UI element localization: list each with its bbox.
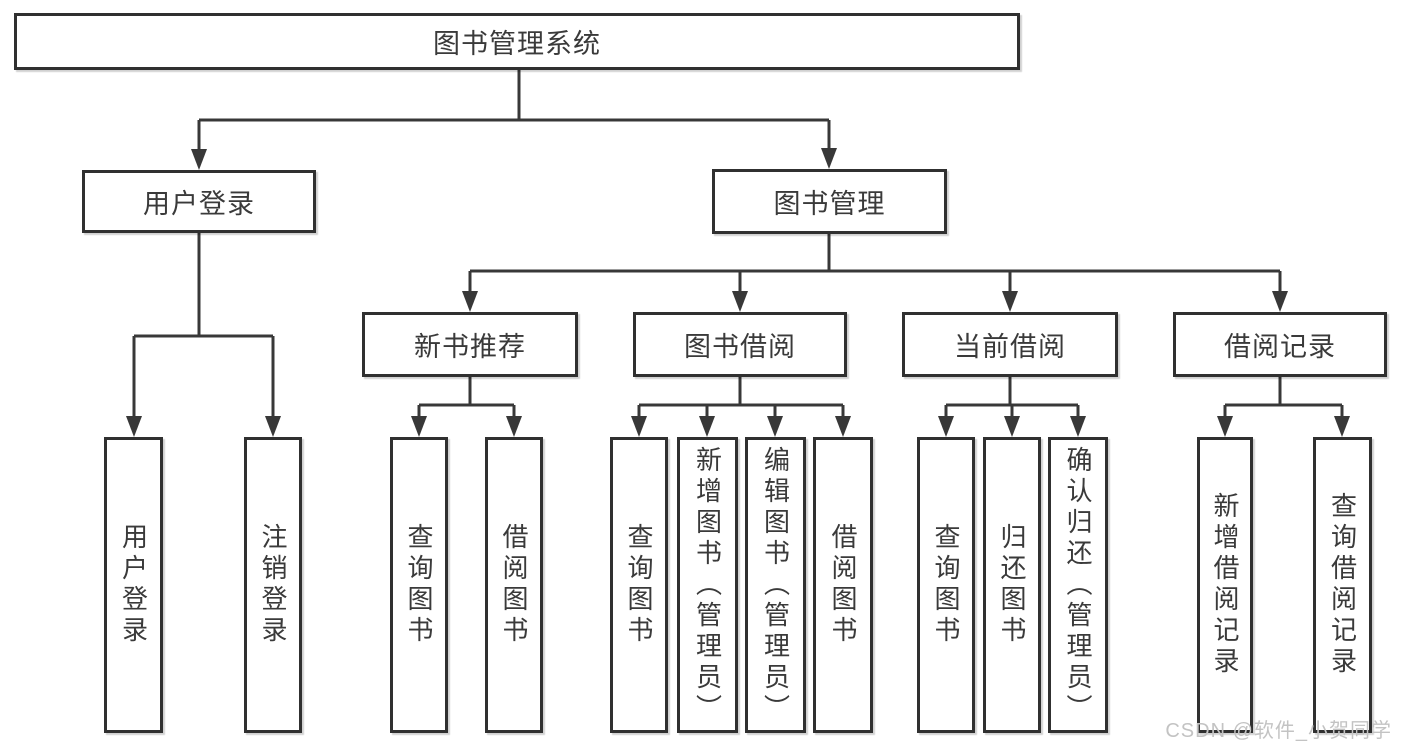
node-borrowing-records: 借阅记录: [1173, 312, 1387, 377]
leaf-query-books-recommend: 查询图书: [390, 437, 448, 733]
node-book-management: 图书管理: [712, 169, 947, 234]
leaf-add-books-admin: 新增图书（管理员）: [677, 437, 738, 733]
node-library-management-system: 图书管理系统: [14, 13, 1020, 70]
node-new-book-recommendation: 新书推荐: [362, 312, 578, 377]
leaf-query-books-borrowing: 查询图书: [610, 437, 668, 733]
leaf-logout: 注销登录: [244, 437, 302, 733]
leaf-query-borrow-record: 查询借阅记录: [1313, 437, 1372, 733]
leaf-edit-books-admin: 编辑图书（管理员）: [745, 437, 806, 733]
csdn-watermark: CSDN @软件_小贺同学: [1165, 720, 1392, 742]
leaf-add-borrow-record: 新增借阅记录: [1197, 437, 1253, 733]
leaf-query-books-current: 查询图书: [917, 437, 975, 733]
leaf-borrow-books-recommend: 借阅图书: [485, 437, 543, 733]
leaf-return-books: 归还图书: [983, 437, 1041, 733]
leaf-user-login: 用户登录: [104, 437, 163, 733]
node-user-login: 用户登录: [82, 170, 316, 233]
leaf-confirm-return-admin: 确认归还（管理员）: [1048, 437, 1108, 733]
leaf-borrow-books-borrowing: 借阅图书: [813, 437, 873, 733]
node-book-borrowing: 图书借阅: [633, 312, 847, 377]
node-current-borrowing: 当前借阅: [902, 312, 1118, 377]
